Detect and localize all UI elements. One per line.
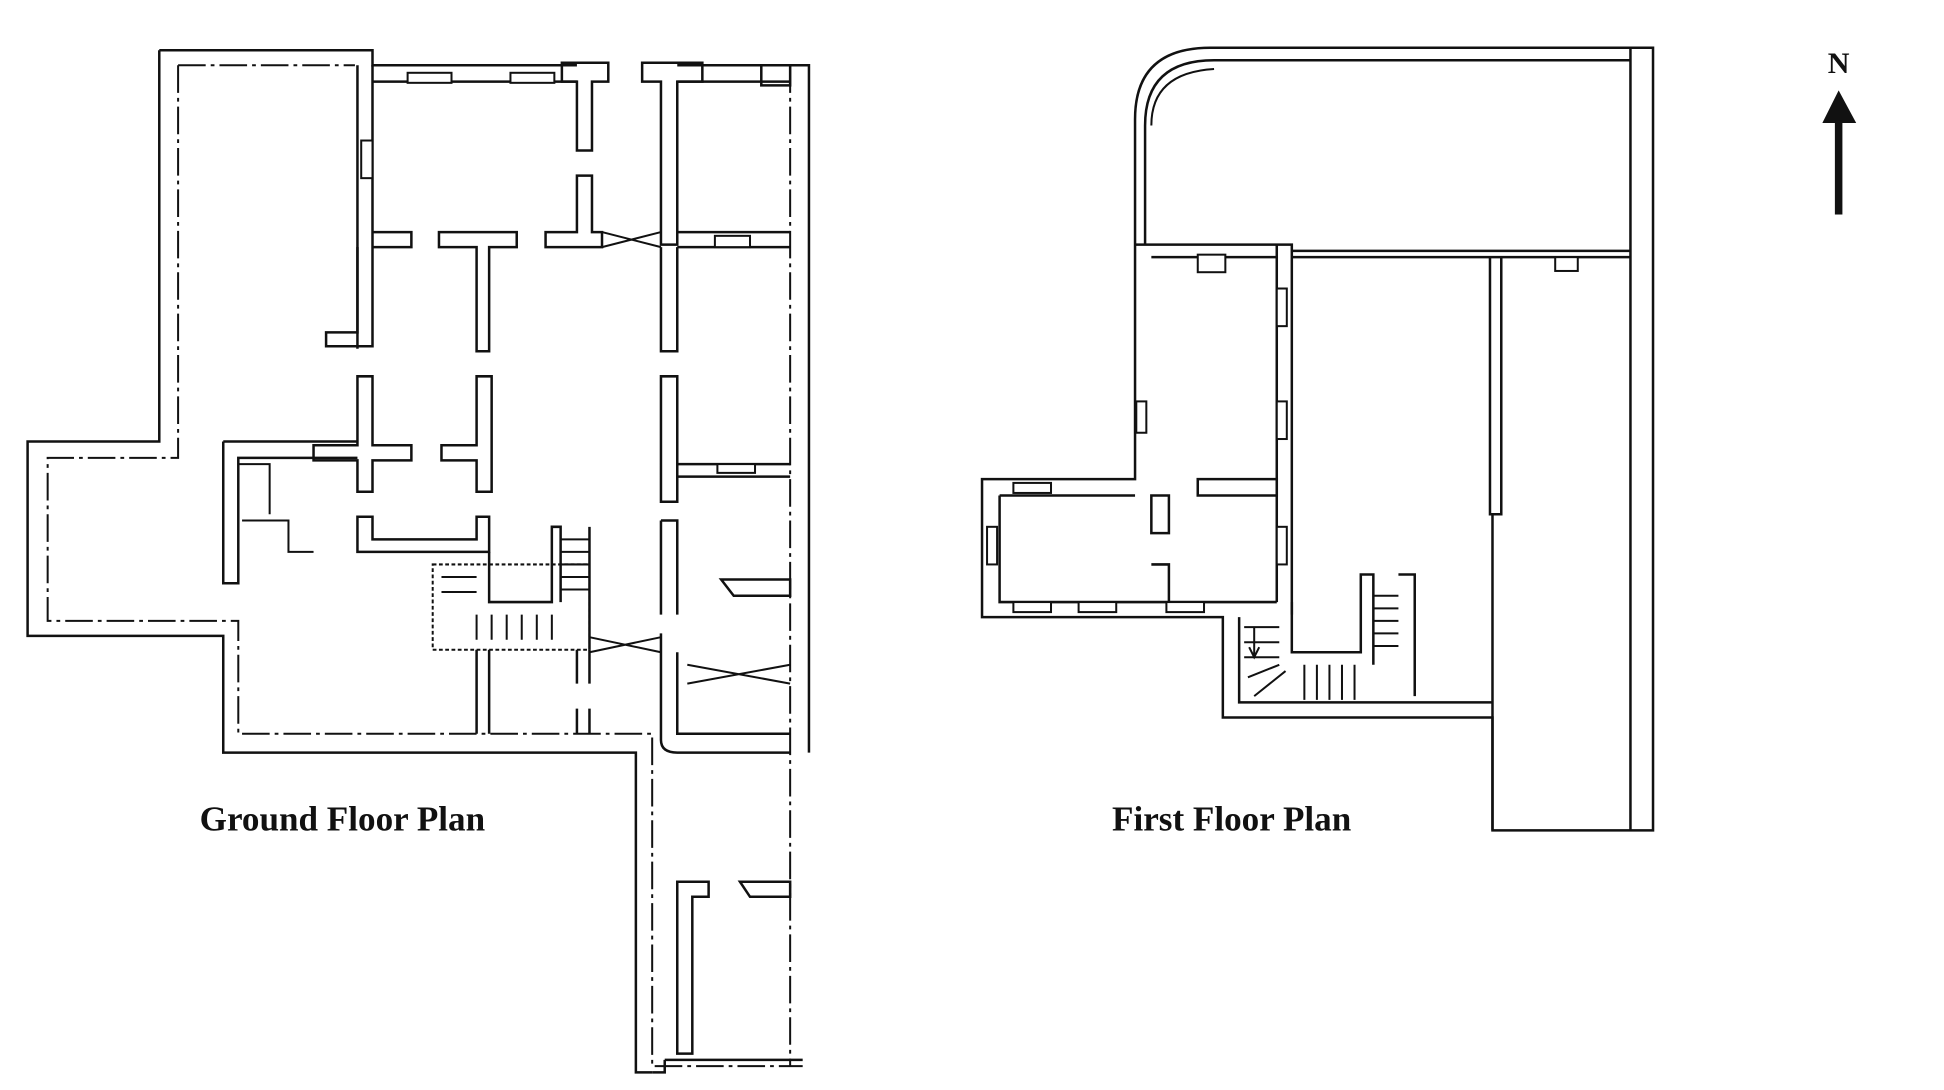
ground-outer-wall — [26, 48, 811, 1074]
interior-wall — [440, 375, 493, 493]
pier — [560, 61, 610, 152]
pier — [640, 61, 704, 246]
interior-wall — [659, 375, 791, 503]
door-swing — [601, 231, 662, 249]
north-cross-wall — [1291, 249, 1631, 259]
window — [713, 234, 752, 249]
ground-inner-wall-line — [46, 64, 803, 1068]
window — [406, 71, 453, 84]
window — [360, 139, 374, 180]
interior-wall — [437, 230, 518, 353]
windows — [986, 287, 1288, 614]
fireplace — [238, 463, 314, 553]
north-block — [1135, 243, 1294, 615]
interior-wall — [356, 515, 491, 554]
interior-wall — [324, 65, 374, 348]
interior-wall — [221, 440, 358, 585]
first-inner-wall — [1143, 47, 1632, 831]
first-floor-label: First Floor Plan — [1112, 799, 1351, 838]
interior-wall — [475, 649, 591, 734]
interior-wall — [372, 230, 413, 249]
interior-wall — [1488, 257, 1503, 831]
door-swing — [687, 663, 791, 685]
interior-wall — [1196, 477, 1279, 497]
west-wing-inner — [998, 494, 1277, 604]
window — [716, 463, 757, 474]
first-outer-wall — [980, 46, 1655, 832]
ground-floor-label: Ground Floor Plan — [200, 799, 486, 838]
interior-wall — [356, 247, 679, 353]
interior-wall — [676, 880, 792, 1055]
south-wall — [652, 1058, 803, 1074]
stair-treads — [441, 538, 590, 640]
pier — [760, 64, 792, 87]
stair-treads — [1244, 594, 1399, 700]
north-label: N — [1828, 46, 1850, 80]
stair-enclosure — [1237, 573, 1493, 704]
ground-floor-plan: Ground Floor Plan — [26, 48, 811, 1074]
interior-wall — [312, 375, 413, 493]
door-swing — [589, 636, 662, 654]
north-arrow-icon: N — [1822, 46, 1857, 215]
first-floor-plan: First Floor Plan — [980, 46, 1655, 838]
stair-wall — [487, 525, 591, 650]
window — [1196, 253, 1227, 274]
curved-cornice — [1150, 68, 1215, 126]
interior-wall — [544, 174, 604, 249]
interior-wall — [659, 519, 792, 615]
staircase — [431, 563, 591, 651]
window — [509, 71, 556, 84]
interior-wall — [659, 633, 791, 754]
window — [1554, 256, 1579, 272]
